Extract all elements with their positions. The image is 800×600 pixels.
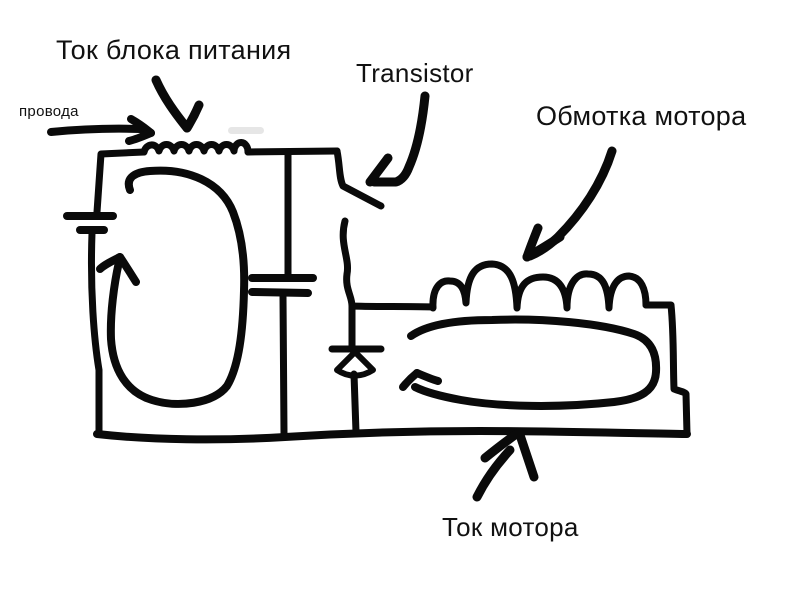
diode-symbol [328,302,385,436]
motor-loop-arrow-shaft [407,315,661,410]
wires-label-arrowhead-icon [125,129,155,145]
power-label-arrow-shaft [151,75,192,133]
power-label-arrowhead-icon [182,100,204,133]
power-coil-icon [140,139,252,156]
top-wire [244,147,341,156]
annotation-arrows [47,75,617,502]
motor-current-label-arrow-shaft [472,445,515,502]
bottom-wire [93,427,691,444]
transistor-symbol [333,147,385,310]
motor-loop-arrowhead-icon [413,369,442,385]
transistor-arm [333,147,385,210]
label-power-supply-current: Ток блока питания [56,35,292,65]
label-transistor: Transistor [356,58,474,88]
label-motor-winding: Обмотка мотора [536,101,747,131]
motor-right-wire [642,301,691,438]
diode-to-motor-wire [348,302,437,311]
label-wires: провода [19,103,79,120]
winding-label-arrowhead-icon [522,223,543,262]
capacitor-lower-wire [279,292,288,438]
left-wire-bottom [87,229,103,438]
diode-lower-lead [350,370,360,436]
transistor-label-arrow-shaft [369,91,430,187]
motor-circuit [348,260,691,438]
motor-winding-coil-icon [429,260,650,312]
current-loops [96,166,661,410]
power-loop-arrow-shaft [106,166,249,408]
power-circuit [63,139,691,444]
motor-current-label-arrowhead-icon [514,427,539,482]
capacitor-bottom-plate-icon [248,288,312,297]
transistor-lower-lead [339,217,356,310]
left-wire-top [93,148,148,216]
transistor-label-arrowhead-icon [365,153,393,187]
erased-smudge [228,127,264,134]
label-motor-current: Ток мотора [442,512,579,542]
wires-label-arrow-shaft [47,124,154,137]
power-loop-arrowhead-icon [116,253,140,286]
winding-label-arrow-shaft [525,146,617,261]
